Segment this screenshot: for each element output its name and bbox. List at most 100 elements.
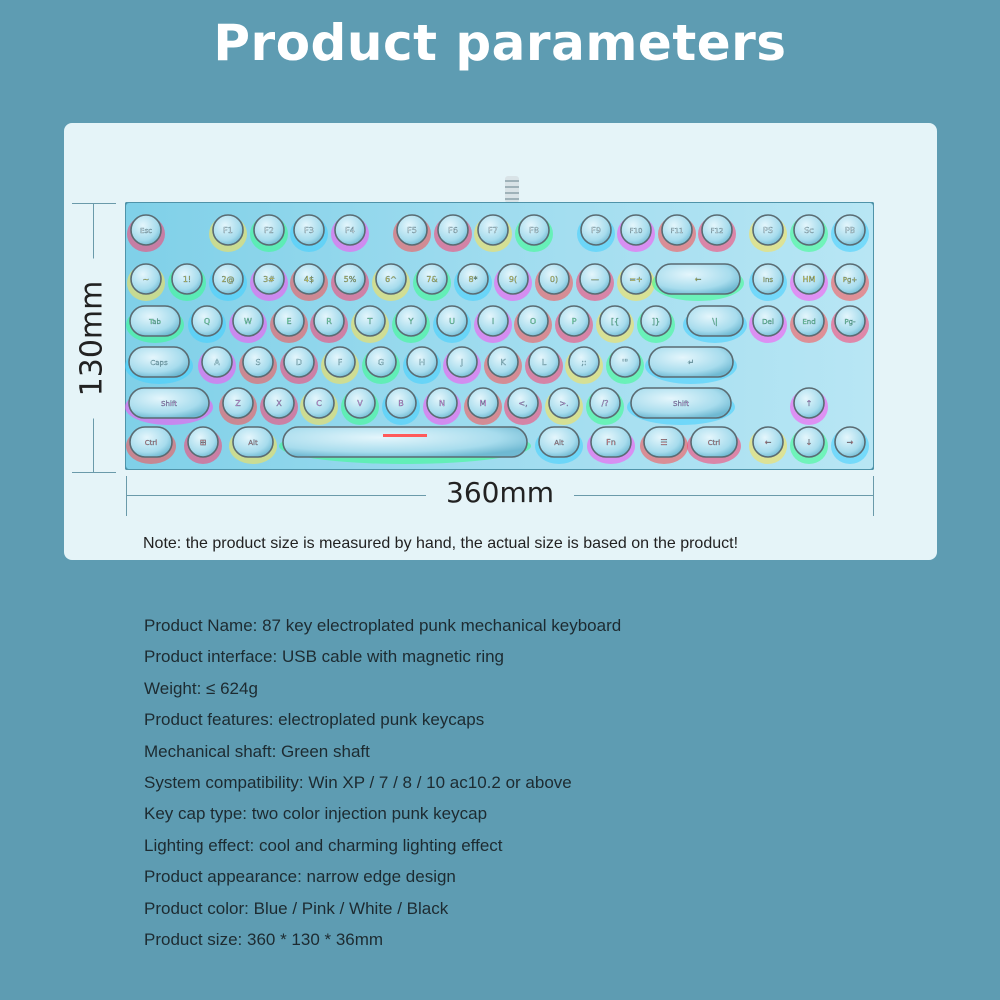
- keycap-label: 1!: [183, 275, 191, 284]
- keycap-label: Fn: [606, 438, 616, 447]
- keycap-label: E: [286, 317, 291, 326]
- keycap: [793, 305, 825, 337]
- keycap: [467, 387, 499, 419]
- keycap-label: I: [492, 317, 494, 326]
- keycap: [130, 214, 162, 246]
- spec-system-compatibility: System compatibility: Win XP / 7 / 8 / 1…: [144, 772, 572, 792]
- keycap: [293, 214, 325, 246]
- keycap-label: End: [802, 318, 815, 326]
- keycap-label: →: [847, 438, 854, 447]
- keycap: [548, 387, 580, 419]
- keycap-label: Ctrl: [708, 439, 721, 447]
- keycap-label: Alt: [554, 439, 564, 447]
- keycap: [661, 214, 693, 246]
- keycap: [620, 214, 652, 246]
- keycap-label: C: [316, 399, 322, 408]
- keycap-label: Ins: [763, 276, 774, 284]
- keycap-label: F7: [488, 226, 498, 235]
- keycap: [528, 346, 560, 378]
- keycap: [568, 346, 600, 378]
- keycap: [282, 426, 528, 458]
- keycap: [232, 305, 264, 337]
- keycap: [273, 305, 305, 337]
- size-note: Note: the product size is measured by ha…: [143, 535, 739, 552]
- keycap-label: \|: [712, 317, 717, 326]
- keycap-label: ⊞: [200, 438, 207, 447]
- keycap: [187, 426, 219, 458]
- keycap-label: R: [326, 317, 332, 326]
- keycap: [558, 305, 590, 337]
- keycap: [191, 305, 223, 337]
- keycap: [579, 263, 611, 295]
- width-dimension-label: 360mm: [426, 476, 574, 509]
- keycap: [518, 214, 550, 246]
- keycap-label: ←: [765, 438, 772, 447]
- keycap: [128, 346, 190, 378]
- keycap-label: Caps: [150, 359, 168, 367]
- keycap: [436, 305, 468, 337]
- keycap-label: 4$: [304, 275, 314, 284]
- keycap-label: 9(: [509, 275, 517, 284]
- keycap: [324, 346, 356, 378]
- keycap: [834, 214, 866, 246]
- keycap-label: ←: [695, 275, 702, 284]
- keycap: [212, 263, 244, 295]
- keycap-label: 7&: [426, 275, 437, 284]
- keycap: [171, 263, 203, 295]
- keycap: [128, 387, 210, 419]
- keycap: [334, 263, 366, 295]
- keycap: [517, 305, 549, 337]
- spec-weight: Weight: ≤ 624g: [144, 678, 258, 698]
- keycap-label: F5: [407, 226, 417, 235]
- keycap-label: '": [622, 358, 628, 367]
- keycap-label: Sc: [804, 226, 813, 235]
- keycap-label: Shift: [161, 400, 177, 408]
- keycap: [834, 426, 866, 458]
- spec-size: Product size: 360 * 130 * 36mm: [144, 929, 384, 949]
- keycap-label: X: [276, 399, 282, 408]
- keycap: [609, 346, 641, 378]
- keycap-label: ]}: [652, 317, 660, 326]
- keycap-label: D: [296, 358, 302, 367]
- keycap-label: F: [338, 358, 343, 367]
- keycap-label: 8*: [468, 275, 477, 284]
- keycap: [129, 426, 173, 458]
- keycap: [457, 263, 489, 295]
- keycap: [365, 346, 397, 378]
- keycap-label: P: [572, 317, 577, 326]
- keycap-label: 3#: [263, 275, 275, 284]
- keycap-label: /?: [602, 399, 609, 408]
- keycap-label: Y: [408, 317, 414, 326]
- width-dimension: 360mm: [126, 476, 874, 516]
- keycap-label: >.: [559, 399, 568, 408]
- spec-appearance: Product appearance: narrow edge design: [144, 867, 456, 887]
- keycap-label: A: [214, 358, 220, 367]
- usb-cable: [505, 176, 519, 203]
- keycap: [293, 263, 325, 295]
- keycap: [487, 346, 519, 378]
- keycap-label: [{: [611, 317, 619, 326]
- keycap-label: Shift: [673, 400, 689, 408]
- keycap-label: Pg+: [843, 276, 858, 284]
- keycap: [303, 387, 335, 419]
- keycap-label: F10: [630, 227, 643, 235]
- spacebar-mark: [383, 434, 427, 437]
- keycap: [497, 263, 529, 295]
- keycap-label: J: [460, 358, 463, 367]
- keycap-label: ☰: [660, 438, 667, 447]
- keycap: [834, 263, 866, 295]
- keycap-label: L: [542, 358, 547, 367]
- keycap-label: M: [480, 399, 487, 408]
- keycap: [437, 214, 469, 246]
- spec-list: Product Name: 87 key electroplated punk …: [144, 614, 621, 959]
- keycap: [599, 305, 631, 337]
- keycap: [313, 305, 345, 337]
- width-dimension-tick-right: [873, 476, 874, 516]
- height-dimension-label: 130mm: [74, 258, 110, 419]
- keycap: [752, 214, 784, 246]
- spec-interface: Product interface: USB cable with magnet…: [144, 647, 505, 667]
- keycap: [396, 214, 428, 246]
- keycap-label: —: [591, 275, 599, 284]
